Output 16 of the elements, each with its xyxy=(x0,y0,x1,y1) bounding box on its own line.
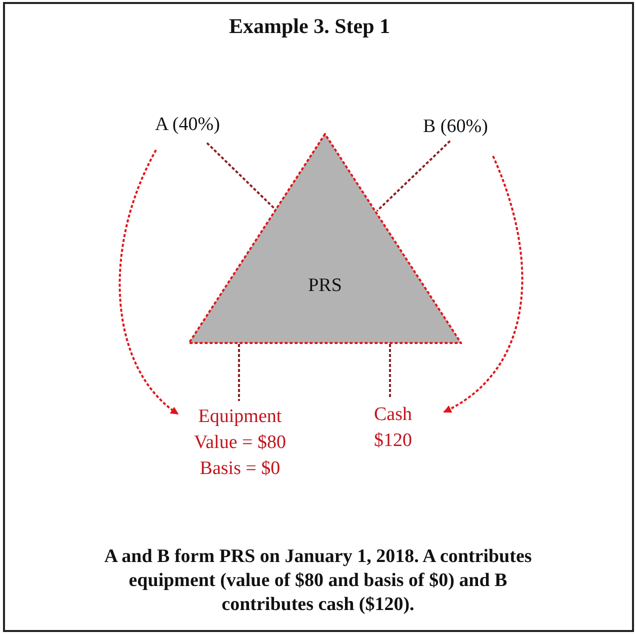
curved-arrow xyxy=(118,150,179,415)
node-label: PRS xyxy=(307,275,343,297)
node-label: Cash xyxy=(374,403,412,427)
caption: A and B form PRS on January 1, 2018. A contributes equipment (value of $80 and basis of $0) and B contributes cash ($120). xyxy=(103,545,533,617)
dashed-line xyxy=(238,344,240,401)
node-label: Equipment xyxy=(198,405,282,429)
node-label: Value = $80 xyxy=(194,431,286,455)
node-label: Basis = $0 xyxy=(200,457,280,481)
curved-arrow xyxy=(443,156,524,413)
node-label: $120 xyxy=(374,429,412,453)
dashed-line xyxy=(376,140,451,212)
party-label: A (40%) xyxy=(155,114,243,138)
dashed-line xyxy=(206,142,278,212)
title: Example 3. Step 1 xyxy=(229,14,390,39)
dashed-line xyxy=(389,344,391,397)
party-label: B (60%) xyxy=(423,116,509,140)
